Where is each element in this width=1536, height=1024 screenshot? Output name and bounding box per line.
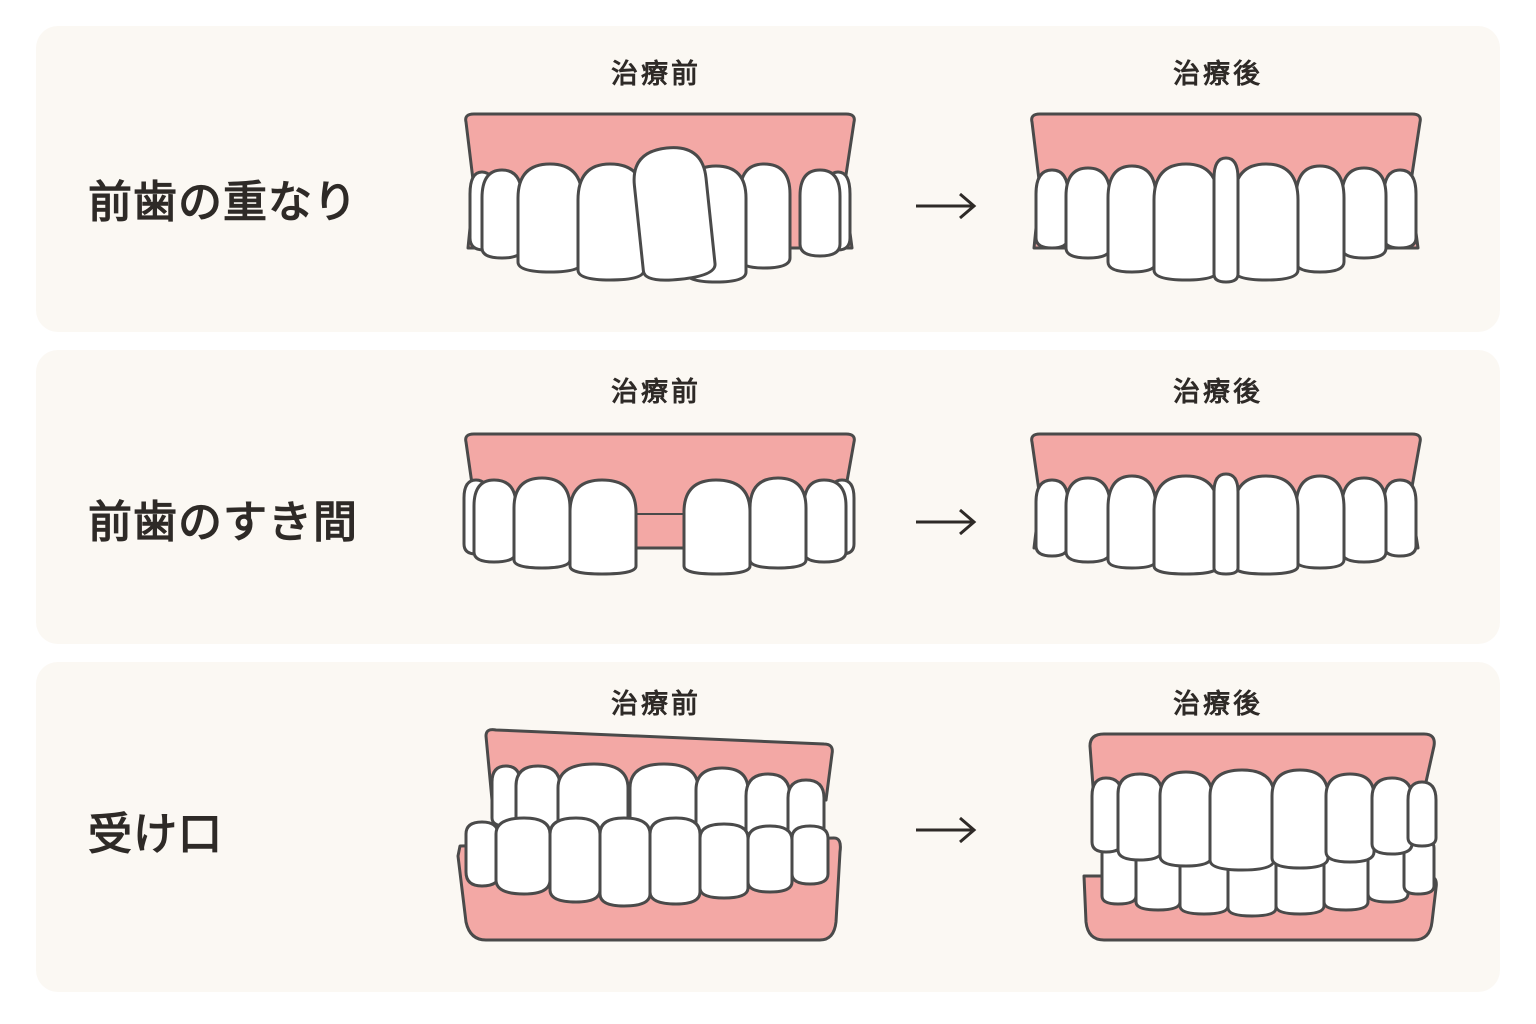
before-label: 治療前	[611, 377, 701, 408]
row-underbite-card: 受け口 治療前 治療後	[36, 662, 1500, 992]
right-arrow-icon	[916, 816, 977, 844]
condition-label: 前歯のすき間	[88, 497, 358, 548]
after-teeth-normal-bite-illustration	[1082, 732, 1438, 942]
after-label: 治療後	[1173, 59, 1263, 90]
after-label: 治療後	[1173, 689, 1263, 720]
row-crowding-card: 前歯の重なり 治療前 治療後	[36, 26, 1500, 332]
after-teeth-aligned-illustration	[1030, 112, 1422, 284]
right-arrow-icon	[916, 508, 977, 536]
before-teeth-crowded-illustration	[464, 112, 856, 284]
right-arrow-icon	[916, 192, 977, 220]
before-label: 治療前	[611, 689, 701, 720]
after-teeth-closed-gap-illustration	[1030, 432, 1422, 576]
after-label: 治療後	[1173, 377, 1263, 408]
before-teeth-underbite-illustration	[456, 728, 842, 942]
before-teeth-gap-illustration	[462, 432, 856, 576]
before-label: 治療前	[611, 59, 701, 90]
row-gap-card: 前歯のすき間 治療前 治療後	[36, 350, 1500, 644]
condition-label: 前歯の重なり	[88, 177, 358, 228]
condition-label: 受け口	[88, 809, 223, 860]
